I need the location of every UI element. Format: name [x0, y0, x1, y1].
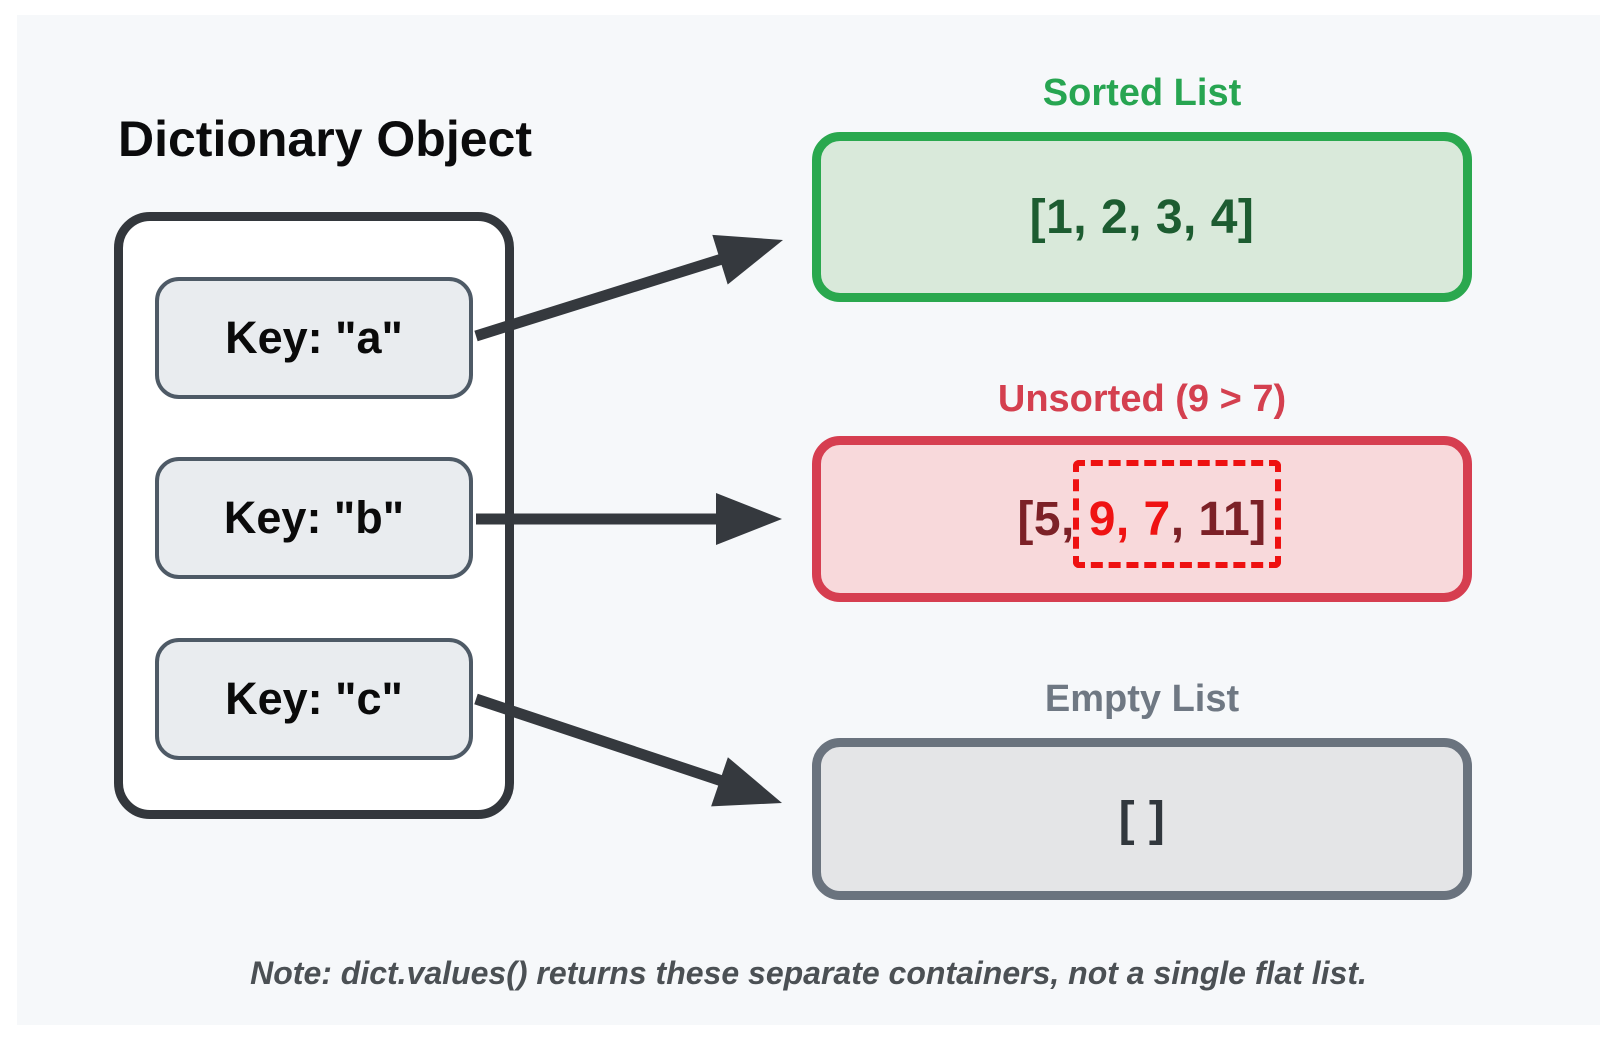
key-b-box: Key: "b": [155, 457, 473, 579]
sorted-list-value: [1, 2, 3, 4]: [1029, 190, 1255, 244]
empty-list-value: [ ]: [1118, 792, 1166, 846]
unsorted-dashed-highlight-box: [1073, 460, 1281, 568]
unsorted-value-prefix: [5,: [1017, 492, 1089, 546]
empty-list-label: Empty List: [1044, 678, 1240, 720]
key-c-box: Key: "c": [155, 638, 473, 760]
empty-list-box: [ ]: [812, 738, 1472, 900]
key-b-label: Key: "b": [223, 492, 405, 543]
key-a-box: Key: "a": [155, 277, 473, 399]
sorted-list-label: Sorted List: [1042, 72, 1242, 114]
key-c-label: Key: "c": [225, 673, 403, 724]
key-a-label: Key: "a": [225, 312, 403, 363]
unsorted-value-suffix: , 11]: [1170, 492, 1267, 546]
unsorted-value-highlight: 9, 7: [1088, 492, 1171, 546]
diagram-title: Dictionary Object: [118, 111, 532, 167]
unsorted-list-label: Unsorted (9 > 7): [997, 378, 1287, 420]
sorted-list-box: [1, 2, 3, 4]: [812, 132, 1472, 302]
footnote: Note: dict.values() returns these separa…: [250, 955, 1367, 991]
unsorted-list-box: [5, 9, 7, 11]: [812, 436, 1472, 602]
